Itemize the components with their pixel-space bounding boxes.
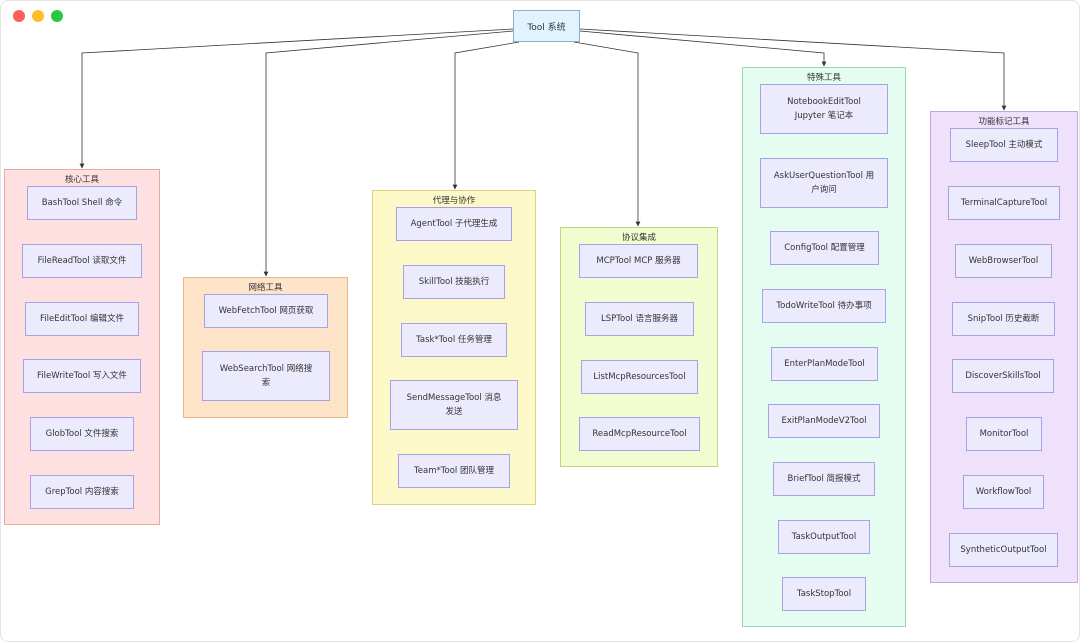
- minimize-window-button[interactable]: [32, 10, 44, 22]
- tool-node-task-stop[interactable]: TaskStopTool: [782, 577, 866, 611]
- tool-node-file-write[interactable]: FileWriteTool 写入文件: [23, 359, 141, 393]
- tool-node-discover-skills[interactable]: DiscoverSkillsTool: [952, 359, 1054, 393]
- tool-label: MonitorTool: [979, 429, 1029, 439]
- tool-node-read-mcp-resource[interactable]: ReadMcpResourceTool: [579, 417, 700, 451]
- tool-label: GrepTool 内容搜索: [45, 487, 119, 497]
- tool-label: NotebookEditTool: [787, 97, 861, 107]
- tool-label: SnipTool 历史截断: [967, 314, 1040, 324]
- tool-label: LSPTool 语言服务器: [601, 314, 678, 324]
- group-title: 特殊工具: [806, 73, 841, 83]
- tool-node-task-output[interactable]: TaskOutputTool: [778, 520, 870, 554]
- tool-label: 索: [261, 378, 271, 388]
- tool-label: 户询问: [811, 185, 837, 195]
- tool-node-task[interactable]: Task*Tool 任务管理: [401, 323, 507, 357]
- tool-label: SendMessageTool 消息: [406, 393, 502, 403]
- tool-label: TodoWriteTool 待办事项: [776, 301, 872, 311]
- tool-node-workflow[interactable]: WorkflowTool: [963, 475, 1044, 509]
- tool-node-brief[interactable]: BriefTool 简报模式: [773, 462, 875, 496]
- root-node-label: Tool 系统: [527, 22, 566, 33]
- group-feature-flag-tools: 功能标记工具: [930, 111, 1078, 583]
- tool-label: MCPTool MCP 服务器: [596, 256, 681, 266]
- tool-node-monitor[interactable]: MonitorTool: [966, 417, 1042, 451]
- tool-node-bash[interactable]: BashTool Shell 命令: [27, 186, 137, 220]
- tool-node-glob[interactable]: GlobTool 文件搜索: [30, 417, 134, 451]
- tool-node-skill[interactable]: SkillTool 技能执行: [403, 265, 505, 299]
- edge-special-tools: [579, 30, 827, 67]
- tool-node-file-read[interactable]: FileReadTool 读取文件: [22, 244, 142, 278]
- tool-label: WorkflowTool: [975, 487, 1032, 497]
- root-node-tool-system[interactable]: Tool 系统: [513, 10, 580, 42]
- tool-label: 发送: [445, 407, 463, 417]
- tool-node-mcp[interactable]: MCPTool MCP 服务器: [579, 244, 698, 278]
- tool-node-grep[interactable]: GrepTool 内容搜索: [30, 475, 134, 509]
- tool-label: SyntheticOutputTool: [960, 545, 1047, 555]
- tool-node-synthetic-output[interactable]: SyntheticOutputTool: [949, 533, 1058, 567]
- tool-node-sleep[interactable]: SleepTool 主动模式: [950, 128, 1058, 162]
- tool-node-list-mcp-resources[interactable]: ListMcpResourcesTool: [581, 360, 698, 394]
- close-window-button[interactable]: [13, 10, 25, 22]
- tool-node-file-edit[interactable]: FileEditTool 编辑文件: [25, 302, 139, 336]
- group-title: 功能标记工具: [978, 117, 1030, 127]
- tool-label: EnterPlanModeTool: [784, 359, 865, 369]
- tool-label: ExitPlanModeV2Tool: [781, 416, 867, 426]
- edge-feature-tools: [579, 28, 1007, 111]
- tool-label: TerminalCaptureTool: [960, 198, 1048, 208]
- zoom-window-button[interactable]: [51, 10, 63, 22]
- tool-node-config[interactable]: ConfigTool 配置管理: [770, 231, 879, 265]
- tool-node-terminal-capture[interactable]: TerminalCaptureTool: [948, 186, 1060, 220]
- tool-node-send-message[interactable]: SendMessageTool 消息发送: [390, 380, 518, 430]
- tool-node-web-browser[interactable]: WebBrowserTool: [955, 244, 1052, 278]
- tool-label: FileEditTool 编辑文件: [40, 314, 124, 324]
- tool-node-agent[interactable]: AgentTool 子代理生成: [396, 207, 512, 241]
- group-title: 核心工具: [64, 175, 99, 185]
- tool-label: FileWriteTool 写入文件: [37, 371, 127, 381]
- tool-label: BriefTool 简报模式: [787, 474, 861, 484]
- edge-agent-tools: [452, 41, 520, 190]
- group-title: 协议集成: [621, 233, 656, 243]
- tool-label: GlobTool 文件搜索: [45, 429, 119, 439]
- tool-label: ConfigTool 配置管理: [784, 243, 865, 253]
- tool-label: ReadMcpResourceTool: [592, 429, 687, 439]
- tool-node-team[interactable]: Team*Tool 团队管理: [398, 454, 510, 488]
- group-core-tools: 核心工具: [4, 169, 160, 525]
- tool-label: SleepTool 主动模式: [965, 140, 1043, 150]
- tool-label: WebBrowserTool: [968, 256, 1039, 266]
- tool-node-web-search[interactable]: WebSearchTool 网络搜索: [202, 351, 330, 401]
- tool-label: Jupyter 笔记本: [794, 111, 854, 121]
- tool-label: ListMcpResourcesTool: [593, 372, 686, 382]
- tool-node-web-fetch[interactable]: WebFetchTool 网页获取: [204, 294, 328, 328]
- tool-label: WebFetchTool 网页获取: [218, 306, 314, 316]
- tool-label: FileReadTool 读取文件: [37, 256, 127, 266]
- tool-label: Team*Tool 团队管理: [414, 466, 494, 476]
- edge-core-tools: [79, 28, 514, 169]
- tool-label: TaskOutputTool: [791, 532, 857, 542]
- tool-node-todo-write[interactable]: TodoWriteTool 待办事项: [762, 289, 886, 323]
- tool-node-exit-plan-mode[interactable]: ExitPlanModeV2Tool: [768, 404, 880, 438]
- tool-node-lsp[interactable]: LSPTool 语言服务器: [585, 302, 694, 336]
- tool-node-snip[interactable]: SnipTool 历史截断: [952, 302, 1055, 336]
- edge-protocol-tools: [573, 41, 641, 227]
- tool-label: Task*Tool 任务管理: [416, 335, 492, 345]
- group-title: 代理与协作: [432, 196, 476, 206]
- tool-node-ask-user-question[interactable]: AskUserQuestionTool 用户询问: [760, 158, 888, 208]
- group-title: 网络工具: [248, 283, 283, 293]
- tool-label: AgentTool 子代理生成: [410, 219, 498, 229]
- edge-network-tools: [263, 30, 514, 277]
- tool-label: SkillTool 技能执行: [418, 277, 490, 287]
- tool-node-enter-plan-mode[interactable]: EnterPlanModeTool: [771, 347, 878, 381]
- tool-label: WebSearchTool 网络搜: [219, 364, 313, 374]
- tool-label: DiscoverSkillsTool: [965, 371, 1041, 381]
- tool-label: AskUserQuestionTool 用: [773, 171, 875, 181]
- tool-label: BashTool Shell 命令: [41, 198, 123, 208]
- tool-label: TaskStopTool: [796, 589, 852, 599]
